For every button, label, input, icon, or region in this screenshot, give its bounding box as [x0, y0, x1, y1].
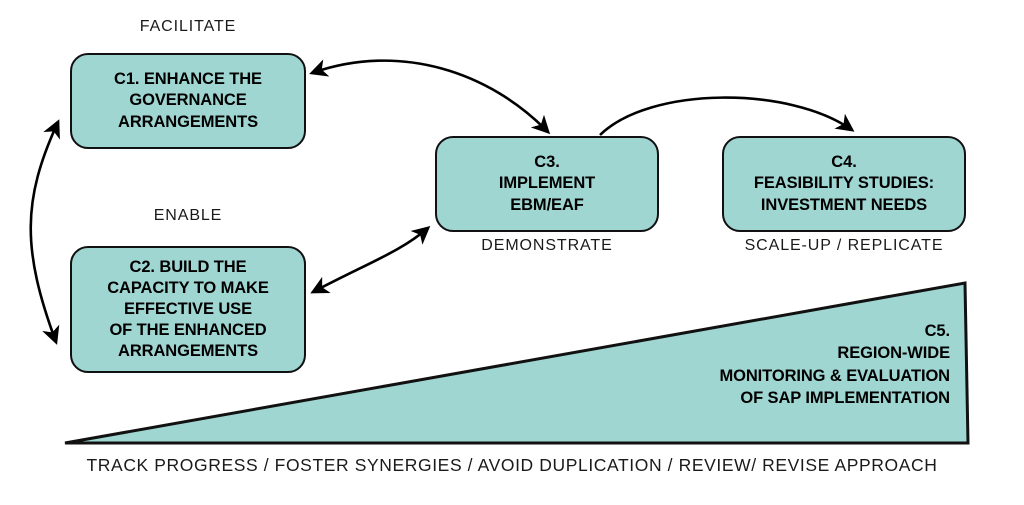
c5-label: C5. REGION-WIDE MONITORING & EVALUATION …	[719, 322, 950, 408]
caption-scale-up-replicate: SCALE-UP / REPLICATE	[744, 237, 944, 254]
caption-facilitate: FACILITATE	[139, 18, 237, 35]
caption-demonstrate: DEMONSTRATE	[481, 237, 613, 254]
connector-c1-c2	[29, 119, 60, 345]
node-c1: C1. ENHANCE THE GOVERNANCE ARRANGEMENTS	[70, 53, 306, 149]
connector-c2-c3	[310, 226, 431, 294]
node-c4: C4. FEASIBILITY STUDIES: INVESTMENT NEED…	[722, 136, 966, 232]
node-c3: C3. IMPLEMENT EBM/EAF	[435, 136, 659, 232]
bottom-caption: TRACK PROGRESS / FOSTER SYNERGIES / AVOI…	[86, 455, 938, 475]
caption-enable: ENABLE	[153, 207, 223, 224]
connector-c1-c3	[309, 59, 551, 135]
connector-c3-c4	[599, 96, 855, 136]
node-c2: C2. BUILD THE CAPACITY TO MAKE EFFECTIVE…	[70, 246, 306, 373]
